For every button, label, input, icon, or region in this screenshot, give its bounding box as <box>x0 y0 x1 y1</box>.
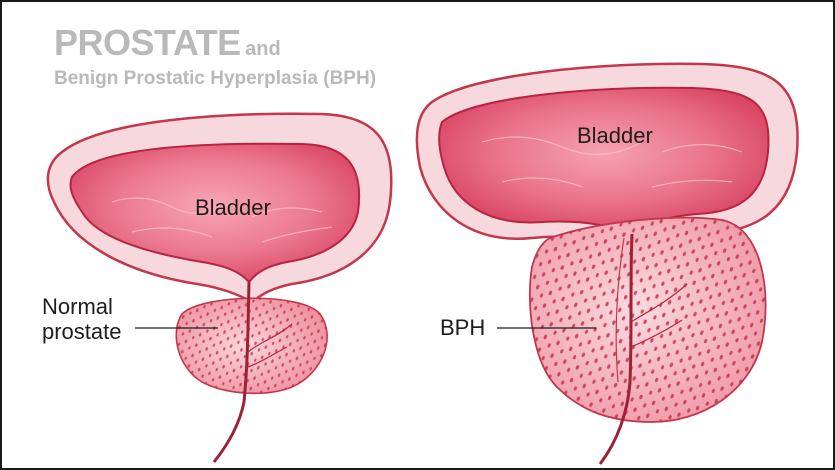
bph-label: BPH <box>440 315 486 340</box>
title-main: PROSTATE <box>54 22 241 63</box>
bph-urethra <box>598 233 634 465</box>
bph-bladder <box>415 62 799 252</box>
normal-bladder-label: Bladder <box>195 195 271 220</box>
normal-bladder <box>46 112 393 304</box>
normal-prostate-label: Normal prostate <box>42 294 122 344</box>
bph-bladder-label: Bladder <box>577 123 653 148</box>
normal-urethra <box>212 281 251 463</box>
title-connector: and <box>245 38 281 60</box>
normal-prostate-label-line2: prostate <box>42 319 122 344</box>
normal-prostate <box>175 297 328 395</box>
bph-prostate <box>528 216 767 423</box>
diagram-subtitle: Benign Prostatic Hyperplasia (BPH) <box>54 68 377 89</box>
diagram-title: PROSTATE and <box>54 22 281 64</box>
normal-prostate-label-line1: Normal <box>42 294 113 319</box>
